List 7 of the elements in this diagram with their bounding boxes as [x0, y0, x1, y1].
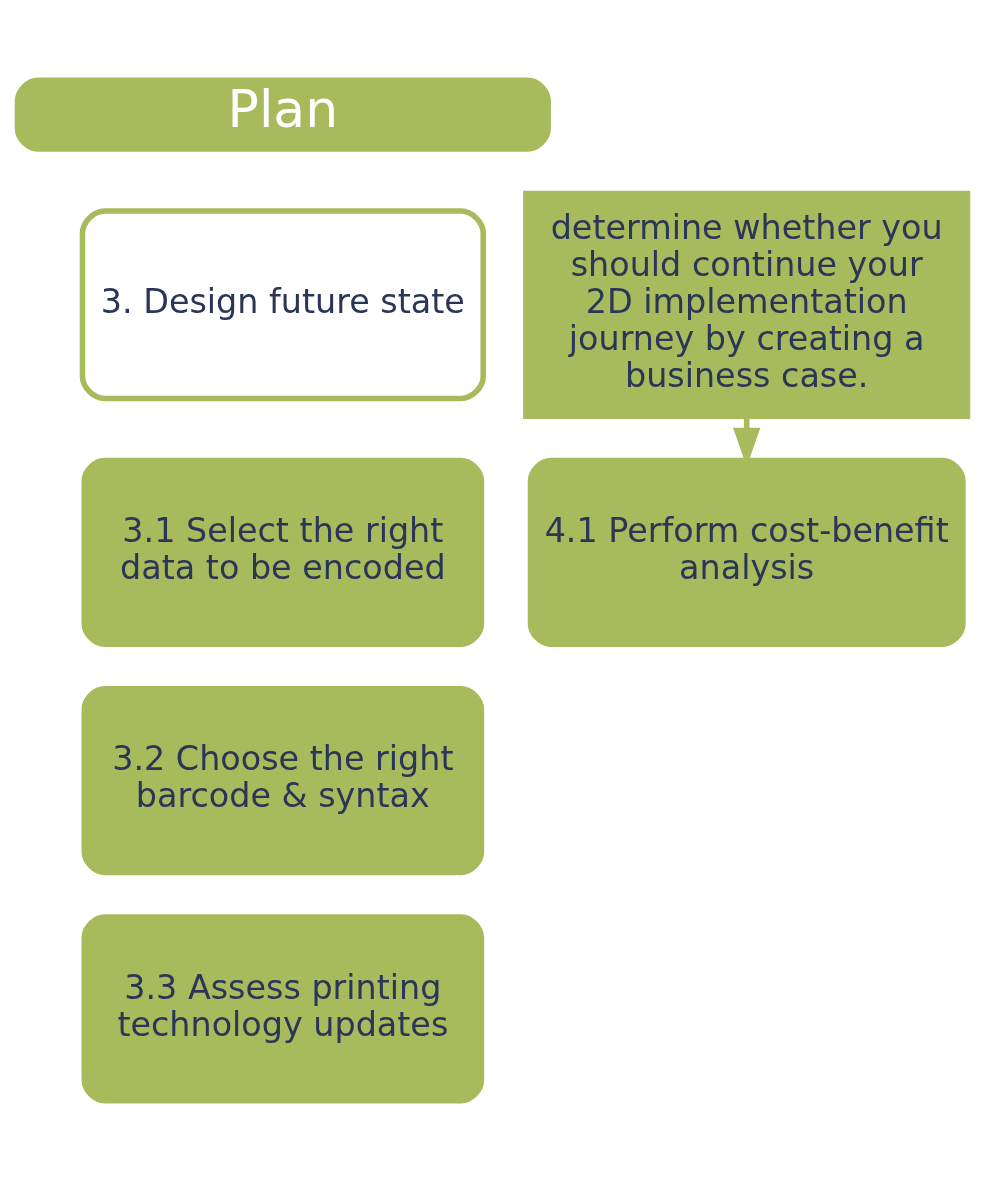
- node-box: Plan: [14, 77, 551, 152]
- node-box: 3. Design future state: [79, 208, 486, 402]
- node-box: 3.3 Assess printing technology updates: [81, 914, 485, 1104]
- node-box: determine whether you should continue your 2D implementation journey by creating a business case.: [523, 190, 971, 419]
- node-box: 4.1 Perform cost-benefit analysis: [527, 457, 966, 648]
- node-box: 3.1 Select the right data to be encoded: [81, 457, 485, 648]
- node-box: 3.2 Choose the right barcode & syntax: [81, 686, 485, 876]
